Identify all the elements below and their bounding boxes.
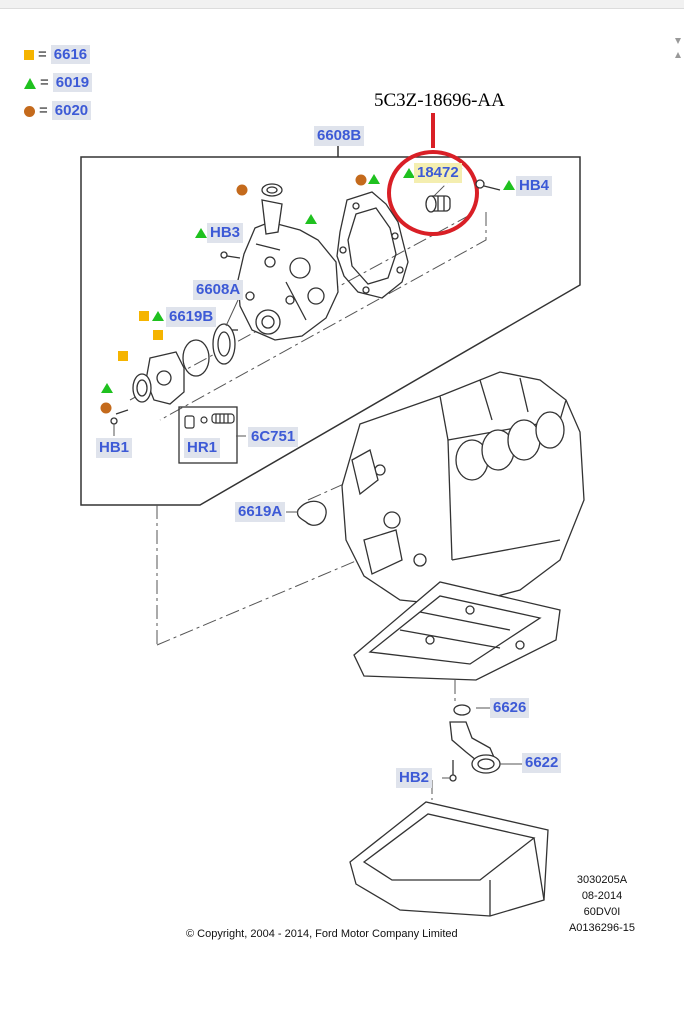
drawing-codes: 3030205A 08-2014 60DV0I A0136296-15 xyxy=(560,872,644,936)
engine-block xyxy=(341,371,585,607)
hr1-subbox xyxy=(178,406,238,464)
ref-HB1[interactable]: HB1 xyxy=(96,438,133,458)
timing-cover xyxy=(237,199,339,341)
browser-top-edge xyxy=(0,0,684,9)
legend-equals: = xyxy=(40,74,49,91)
sensor-part xyxy=(425,195,451,213)
ref-6619B[interactable]: 6619B xyxy=(166,307,217,327)
ref-HB4[interactable]: HB4 xyxy=(516,176,553,196)
legend-value: 6019 xyxy=(52,73,93,92)
oil-pan-lower xyxy=(349,801,549,917)
legend-row-6616: =6616 xyxy=(24,45,91,64)
callout-circle xyxy=(387,150,479,236)
ref-HR1[interactable]: HR1 xyxy=(184,438,221,458)
oil-pan-upper xyxy=(353,581,561,681)
oil-pickup-tube xyxy=(449,721,501,774)
legend-value: 6616 xyxy=(50,45,91,64)
legend-equals: = xyxy=(38,46,47,63)
ref-6626[interactable]: 6626 xyxy=(490,698,530,718)
copyright-notice: © Copyright, 2004 - 2014, Ford Motor Com… xyxy=(186,928,458,940)
circle-marker-icon xyxy=(24,105,35,117)
assembly-box xyxy=(80,156,581,506)
ref-6608A[interactable]: 6608A xyxy=(193,280,244,300)
code-line: A0136296-15 xyxy=(568,922,636,934)
ref-6619A[interactable]: 6619A xyxy=(235,502,286,522)
ref-18472[interactable]: 18472 xyxy=(414,163,462,183)
ref-HB3[interactable]: HB3 xyxy=(207,223,244,243)
callout-part-number: 5C3Z-18696-AA xyxy=(374,90,505,111)
ref-HB2[interactable]: HB2 xyxy=(396,768,433,788)
code-line: 3030205A xyxy=(576,874,628,886)
ref-6622[interactable]: 6622 xyxy=(522,753,562,773)
legend-value: 6020 xyxy=(51,101,92,120)
legend-equals: = xyxy=(39,102,48,119)
square-marker-icon xyxy=(24,50,34,61)
code-line: 08-2014 xyxy=(581,890,623,902)
ref-6608B[interactable]: 6608B xyxy=(314,126,365,146)
scroll-arrow-icon xyxy=(675,38,681,58)
legend-row-6020: =6020 xyxy=(24,101,92,120)
ref-6C751[interactable]: 6C751 xyxy=(248,427,299,447)
cover-gasket xyxy=(336,191,409,299)
diagram-marks xyxy=(100,168,515,414)
triangle-marker-icon xyxy=(24,77,36,89)
legend-row-6019: =6019 xyxy=(24,73,93,92)
code-line: 60DV0I xyxy=(583,906,621,918)
